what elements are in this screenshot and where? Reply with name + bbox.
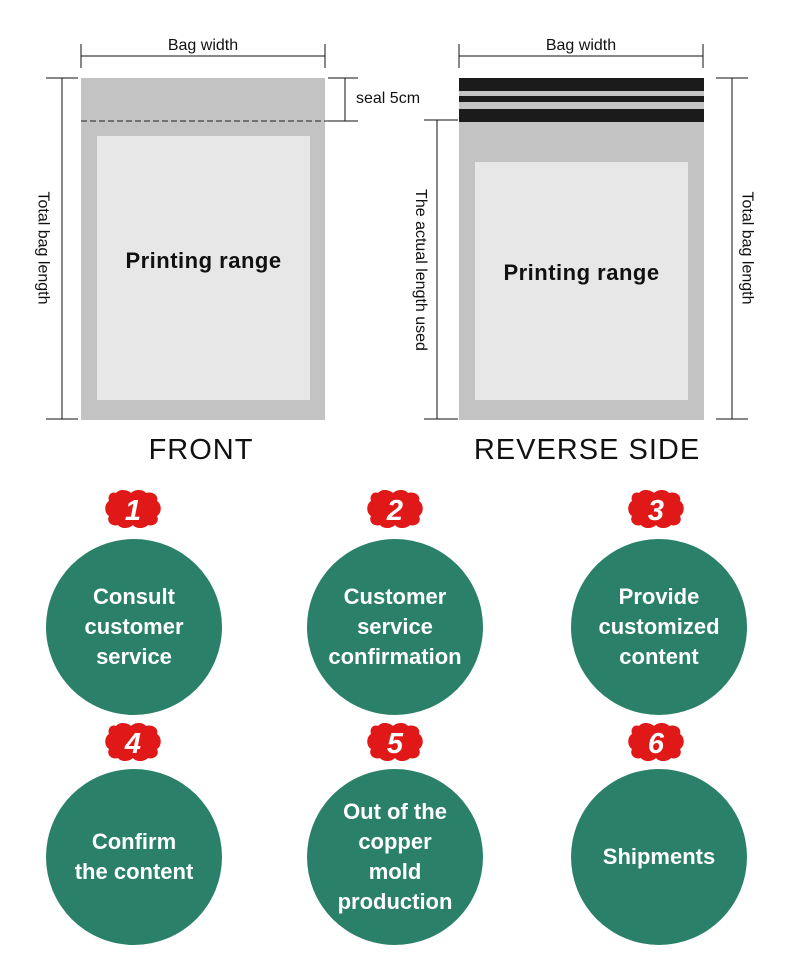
step-circle: Out of the copper mold production	[307, 769, 483, 945]
front-title: FRONT	[148, 434, 254, 466]
step-number: 2	[386, 495, 403, 527]
step-badge-icon: 2	[367, 489, 423, 528]
seal-dimension	[328, 77, 358, 122]
reverse-title: REVERSE SIDE	[473, 434, 701, 466]
front-width-dimension	[80, 44, 326, 68]
seal-line	[81, 120, 331, 122]
front-printing-range: Printing range	[97, 136, 310, 400]
reverse-length-dimension	[716, 77, 748, 420]
step-label: Consult customer service	[84, 584, 184, 669]
step-badge-icon: 6	[628, 722, 684, 761]
reverse-printing-label: Printing range	[503, 260, 660, 285]
step-circle: Provide customized content	[571, 539, 747, 715]
step-circle: Shipments	[571, 769, 747, 945]
step-circle: Consult customer service	[46, 539, 222, 715]
step-number: 1	[125, 495, 141, 527]
step-circle: Confirm the content	[46, 769, 222, 945]
seal-label: seal 5cm	[356, 90, 421, 107]
front-printing-label: Printing range	[125, 248, 282, 273]
step-label: Shipments	[602, 844, 716, 869]
front-length-label: Total bag length	[32, 189, 51, 307]
step-badge-icon: 5	[367, 722, 423, 761]
step-badge-icon: 1	[105, 489, 161, 528]
reverse-width-label: Bag width	[539, 37, 623, 54]
seal-strip-top	[459, 78, 704, 91]
step-circle: Customer service confirmation	[307, 539, 483, 715]
front-length-dimension	[46, 77, 78, 420]
used-length-label: The actual length used	[410, 187, 429, 353]
step-label: Out of the copper mold production	[337, 799, 453, 914]
reverse-printing-range: Printing range	[475, 162, 688, 400]
step-number: 4	[124, 728, 141, 760]
step-label: Confirm the content	[74, 829, 194, 884]
step-number: 5	[387, 728, 404, 760]
step-number: 6	[648, 728, 665, 760]
reverse-length-label: Total bag length	[736, 189, 755, 307]
step-number: 3	[648, 495, 664, 527]
front-width-label: Bag width	[161, 37, 245, 54]
step-badge-icon: 4	[105, 722, 161, 761]
step-label: Provide customized content	[598, 584, 720, 669]
used-length-dimension	[424, 119, 458, 420]
step-badge-icon: 3	[628, 489, 684, 528]
seal-strip-bottom	[459, 109, 704, 122]
reverse-width-dimension	[458, 44, 704, 68]
seal-strip-middle	[459, 96, 704, 102]
step-label: Customer service confirmation	[328, 584, 462, 669]
